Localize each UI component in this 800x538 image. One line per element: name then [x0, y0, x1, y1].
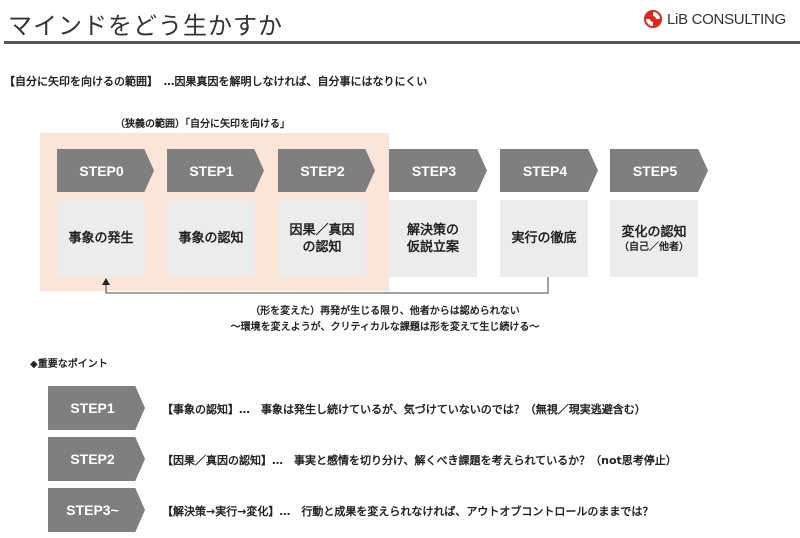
caption-line: （形を変えた）再発が生じる限り、他者からは認められない — [250, 306, 520, 317]
step-box-4: 実行の徹底 — [500, 200, 588, 277]
step-box-0: 事象の発生 — [57, 200, 145, 277]
page-title: マインドをどう生かすか — [8, 12, 283, 40]
step-desc: 仮説立案 — [406, 239, 459, 255]
step-chevron-1: STEP1 — [167, 149, 264, 192]
logo-text: LiB CONSULTING — [667, 10, 786, 28]
step-desc: 変化の認知 — [621, 224, 687, 240]
company-logo: LiB CONSULTING — [643, 9, 786, 29]
point-chevron-1: STEP1 — [48, 386, 145, 430]
key-points-heading: ◆重要なポイント — [30, 359, 108, 370]
step-desc: の認知 — [302, 239, 342, 255]
point-chevron-3: STEP3~ — [48, 488, 145, 532]
point-chevron-2: STEP2 — [48, 437, 145, 481]
recurrence-caption: （形を変えた）再発が生じる限り、他者からは認められない ～環境を変えようが、クリ… — [0, 304, 770, 336]
step-chevron-2: STEP2 — [278, 149, 375, 192]
step-desc: 事象の認知 — [178, 231, 244, 246]
point-text-1: 【事象の認知】… 事象は発生し続けているが、気づけていないのでは？（無視／現実逃… — [162, 403, 646, 416]
step-desc: 実行の徹底 — [511, 231, 577, 246]
step-chevron-4: STEP4 — [500, 149, 598, 192]
step-box-1: 事象の認知 — [167, 200, 255, 277]
step-chevron-0: STEP0 — [57, 149, 154, 192]
step-sub: （自己／他者） — [619, 241, 689, 253]
title-divider — [4, 41, 800, 44]
step-desc: 解決策の — [406, 222, 459, 238]
narrow-scope-label: （狭義の範囲）「自分に矢印を向ける」 — [115, 119, 290, 130]
logo-swirl-icon — [644, 10, 662, 28]
point-text-3: 【解決策→実行→変化】… 行動と成果を変えられなければ、アウトオブコントロールの… — [162, 505, 654, 518]
point-text-2: 【因果／真因の認知】… 事実と感情を切り分け、解くべき課題を考えられているか？（… — [162, 454, 677, 467]
step-box-3: 解決策の仮説立案 — [389, 200, 477, 277]
scope-lead-text: 【自分に矢印を向けるの範囲】 …因果真因を解明しなければ、自分事にはなりにくい — [4, 75, 428, 88]
step-desc: 事象の発生 — [68, 231, 134, 246]
step-desc: 因果／真因 — [289, 222, 355, 238]
caption-line: ～環境を変えようが、クリティカルな課題は形を変えて生じ続ける～ — [230, 322, 540, 333]
step-box-2: 因果／真因の認知 — [278, 200, 366, 277]
step-chevron-5: STEP5 — [610, 149, 708, 192]
step-chevron-3: STEP3 — [389, 149, 487, 192]
step-box-5: 変化の認知（自己／他者） — [610, 200, 698, 277]
